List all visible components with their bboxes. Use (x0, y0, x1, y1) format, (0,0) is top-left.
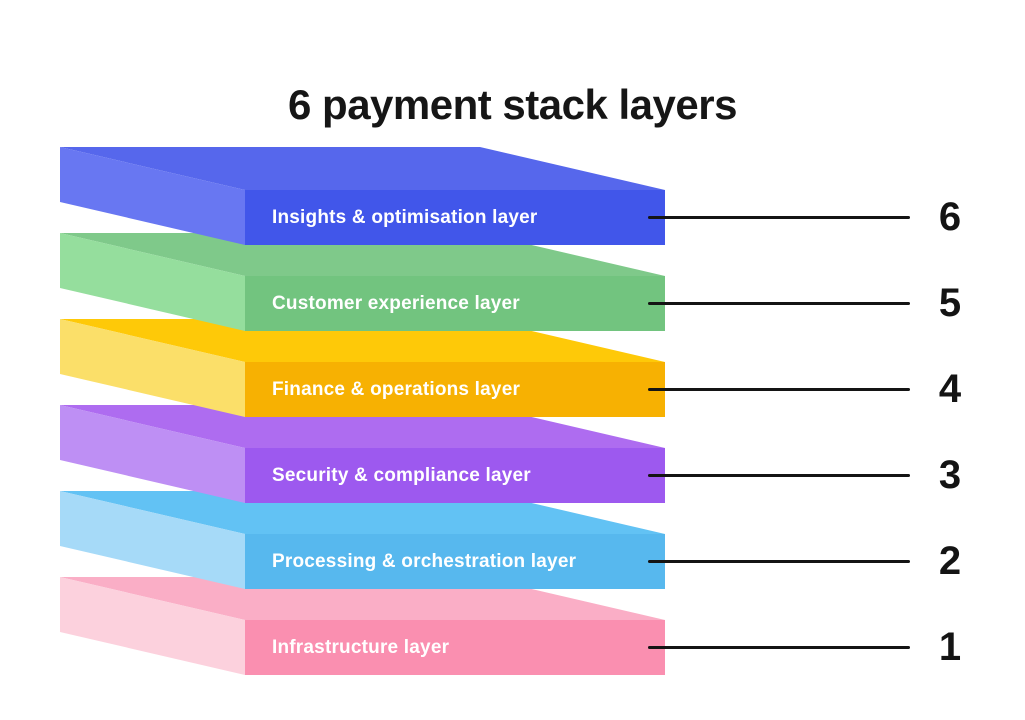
layer-label: Finance & operations layer (272, 378, 521, 400)
layer-row: Customer experience layer 5 (0, 233, 1025, 331)
layer-row: Infrastructure layer 1 (0, 577, 1025, 675)
layer-number: 5 (938, 281, 962, 325)
slab-left-face (60, 319, 245, 417)
layer-number: 2 (938, 539, 962, 583)
layer-number: 4 (938, 367, 962, 411)
slab-left-face (60, 233, 245, 331)
layer-label: Customer experience layer (272, 292, 520, 314)
slab-front-face (245, 448, 665, 503)
layer-row: Insights & optimisation layer 6 (0, 147, 1025, 245)
layer-number: 6 (938, 195, 962, 239)
layer-label: Processing & orchestration layer (272, 550, 577, 572)
connector-line (648, 302, 910, 305)
layer-row: Processing & orchestration layer 2 (0, 491, 1025, 589)
slab-3d (60, 147, 665, 245)
layer-label: Infrastructure layer (272, 636, 450, 658)
connector-line (648, 474, 910, 477)
layer-row: Finance & operations layer 4 (0, 319, 1025, 417)
connector-line (648, 646, 910, 649)
layer-row: Security & compliance layer 3 (0, 405, 1025, 503)
connector-line (648, 216, 910, 219)
connector-line (648, 388, 910, 391)
connector-line (648, 560, 910, 563)
slab-front-face (245, 362, 665, 417)
slab-front-face (245, 620, 665, 675)
slab-left-face (60, 147, 245, 245)
layer-number: 3 (938, 453, 962, 497)
slab-left-face (60, 405, 245, 503)
slab-front-face (245, 190, 665, 245)
slab-left-face (60, 577, 245, 675)
layer-number: 1 (938, 625, 962, 669)
diagram-title: 6 payment stack layers (288, 81, 737, 129)
slab-front-face (245, 534, 665, 589)
slab-front-face (245, 276, 665, 331)
layer-label: Security & compliance layer (272, 464, 531, 486)
slab-left-face (60, 491, 245, 589)
layer-label: Insights & optimisation layer (272, 206, 538, 228)
slab-top-face (60, 147, 665, 190)
